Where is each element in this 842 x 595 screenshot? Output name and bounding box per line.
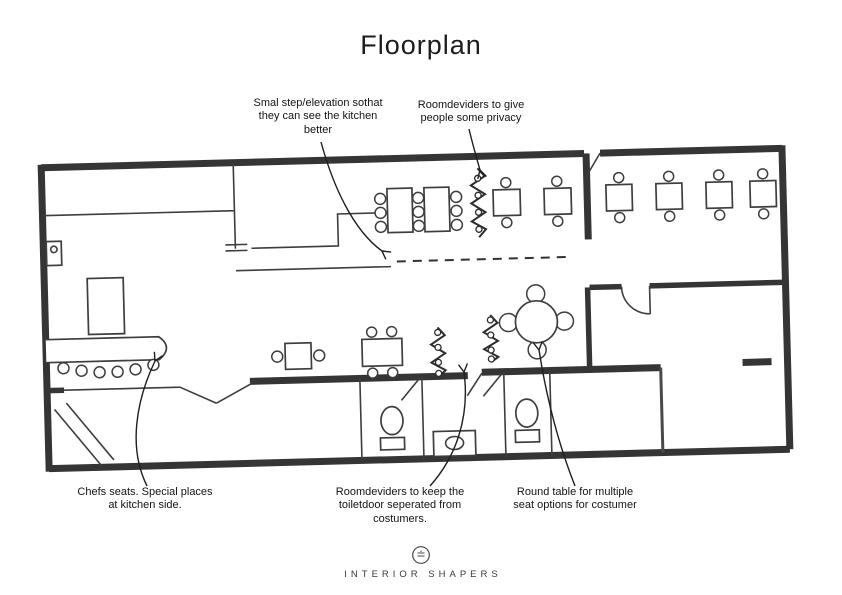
mid-table-large bbox=[360, 325, 404, 379]
kitchen-step-wall bbox=[233, 210, 237, 249]
sink-counter bbox=[432, 429, 477, 458]
corner-sketch-marks bbox=[53, 402, 115, 467]
kitchen-platform-edge bbox=[251, 211, 392, 250]
arrow-round-table bbox=[532, 341, 576, 487]
room-divider-2 bbox=[429, 326, 448, 378]
annotation-chefs-seats: Chefs seats. Special places at kitchen s… bbox=[77, 486, 213, 512]
page-title: Floorplan bbox=[360, 30, 482, 60]
kitchen-island bbox=[86, 276, 126, 336]
arrow-chefs-seats bbox=[135, 351, 163, 487]
kitchen-double-door bbox=[179, 382, 253, 404]
kitchen-counter bbox=[42, 162, 236, 217]
room-divider-1 bbox=[468, 167, 488, 238]
cafe-table-1 bbox=[492, 176, 522, 229]
arrow-toilet-dividers bbox=[429, 363, 469, 487]
kitchen-appliance bbox=[45, 240, 63, 267]
chef-counter bbox=[45, 335, 168, 364]
annotation-round-table: Round table for multiple seat options fo… bbox=[513, 486, 637, 512]
right-room-door bbox=[620, 285, 652, 315]
arrow-privacy-dividers bbox=[468, 128, 487, 180]
brand-name: INTERIOR SHAPERS bbox=[344, 569, 502, 580]
window-table-chairs bbox=[373, 190, 464, 234]
annotation-step-elevation: Smal step/elevation sothat they can see … bbox=[253, 97, 383, 136]
annotation-room-dividers-privacy: Roomdeviders to give people some privacy bbox=[417, 99, 525, 125]
mid-table-small bbox=[271, 341, 326, 371]
toilet-door-2 bbox=[482, 373, 503, 397]
annotation-arrows bbox=[135, 128, 576, 487]
entrance-door bbox=[584, 152, 601, 178]
kitchen-back-wall bbox=[64, 386, 181, 392]
cafe-table-2 bbox=[543, 175, 573, 227]
kitchen-area bbox=[42, 162, 392, 467]
interior-walls bbox=[46, 153, 786, 453]
annotation-room-dividers-toilet: Roomdeviders to keep the toiletdoor sepe… bbox=[335, 486, 465, 525]
brand-logo bbox=[412, 546, 430, 564]
outer-walls bbox=[37, 144, 794, 473]
arrow-step-elevation bbox=[320, 141, 392, 260]
round-table bbox=[498, 284, 575, 360]
toilet-2 bbox=[514, 398, 541, 444]
footer: INTERIOR SHAPERS bbox=[0, 544, 842, 580]
room-divider-3 bbox=[481, 314, 501, 363]
toilet-1 bbox=[379, 405, 406, 451]
toilet-door-1 bbox=[400, 377, 421, 401]
toilet-block bbox=[359, 370, 553, 461]
window-dining-tables bbox=[373, 186, 464, 234]
step-ticks bbox=[225, 243, 248, 252]
step-elevation-dashed-line bbox=[396, 255, 573, 263]
corridor-door bbox=[466, 372, 483, 397]
right-dining-tables bbox=[604, 168, 778, 224]
kitchen-pass-counter bbox=[235, 265, 391, 272]
